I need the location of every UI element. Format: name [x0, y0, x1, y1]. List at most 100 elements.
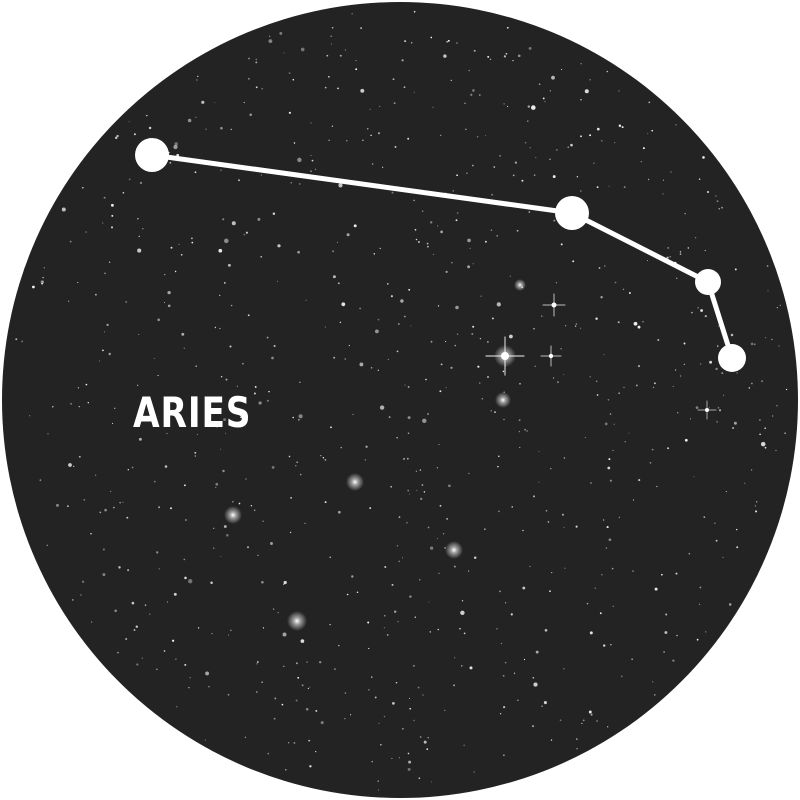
background-star [647, 133, 649, 135]
background-star [344, 49, 346, 51]
background-star [452, 190, 454, 192]
background-star [111, 422, 114, 425]
background-star [502, 370, 505, 373]
background-star [512, 59, 514, 62]
background-star [584, 89, 589, 94]
background-star [445, 387, 447, 389]
background-star [225, 432, 227, 434]
background-star [236, 385, 239, 387]
background-star [677, 412, 679, 414]
background-star [409, 493, 411, 495]
background-star [364, 459, 366, 461]
background-star [341, 302, 346, 307]
background-star [599, 612, 602, 615]
background-star [245, 231, 248, 234]
background-star [440, 134, 442, 136]
background-star [146, 114, 148, 117]
background-star [350, 714, 352, 716]
background-star [305, 707, 309, 711]
background-star [78, 405, 80, 408]
background-star [346, 140, 348, 142]
background-star [279, 31, 283, 35]
background-star [557, 381, 559, 383]
background-star [403, 86, 406, 89]
background-star [648, 101, 651, 104]
background-star [297, 250, 300, 254]
background-star [522, 586, 526, 590]
background-star [128, 178, 131, 181]
background-star [402, 728, 404, 730]
background-star [491, 193, 494, 196]
background-star [651, 129, 654, 132]
background-star [29, 415, 31, 417]
background-star [679, 375, 682, 377]
background-star [439, 504, 442, 507]
background-star [505, 602, 507, 604]
background-star [422, 418, 427, 424]
background-star [330, 43, 332, 45]
background-star [517, 699, 519, 701]
background-star [104, 508, 107, 512]
background-star [158, 568, 160, 570]
background-star [564, 325, 567, 327]
background-star [467, 238, 471, 243]
background-star [506, 26, 509, 29]
background-star [94, 293, 97, 296]
background-star [287, 742, 290, 744]
background-star [590, 713, 593, 716]
background-star [553, 377, 555, 379]
background-star [110, 203, 114, 207]
background-star [654, 694, 656, 696]
background-star [608, 458, 611, 461]
background-star [676, 634, 678, 637]
background-star [320, 454, 322, 457]
background-star [425, 378, 427, 381]
background-star [521, 179, 524, 182]
background-star [612, 449, 614, 452]
background-star [657, 339, 660, 341]
background-star [377, 369, 379, 371]
background-star [397, 620, 399, 623]
background-star [468, 570, 470, 572]
background-star [446, 518, 448, 520]
background-star [401, 59, 404, 62]
background-star [70, 402, 73, 405]
background-star [759, 419, 761, 421]
background-star [310, 170, 312, 173]
background-star [122, 501, 124, 503]
background-star [717, 406, 720, 409]
background-star [446, 40, 448, 43]
background-star [407, 489, 410, 492]
background-star [85, 231, 87, 233]
background-star [108, 352, 111, 356]
background-star [231, 500, 234, 503]
background-star [517, 54, 521, 58]
background-star [220, 556, 222, 557]
background-star [567, 146, 569, 148]
background-star [764, 446, 767, 449]
background-star [541, 315, 543, 317]
background-star [407, 137, 410, 140]
background-star [99, 511, 102, 514]
background-star [169, 161, 172, 164]
background-star [459, 627, 461, 630]
background-star [753, 343, 756, 346]
background-star [157, 374, 159, 377]
background-star [764, 336, 767, 339]
background-star [444, 709, 446, 712]
background-star [391, 191, 394, 194]
background-star [173, 592, 177, 596]
background-star [533, 495, 535, 498]
background-star [230, 304, 233, 307]
background-star [456, 42, 458, 44]
background-star [552, 175, 556, 179]
background-star [432, 253, 435, 256]
background-star [396, 436, 398, 439]
background-star [257, 217, 261, 221]
background-star [128, 121, 130, 123]
background-star [496, 628, 498, 630]
background-star [576, 747, 578, 750]
background-star [413, 665, 415, 667]
background-star [339, 321, 342, 324]
background-star [383, 715, 386, 718]
